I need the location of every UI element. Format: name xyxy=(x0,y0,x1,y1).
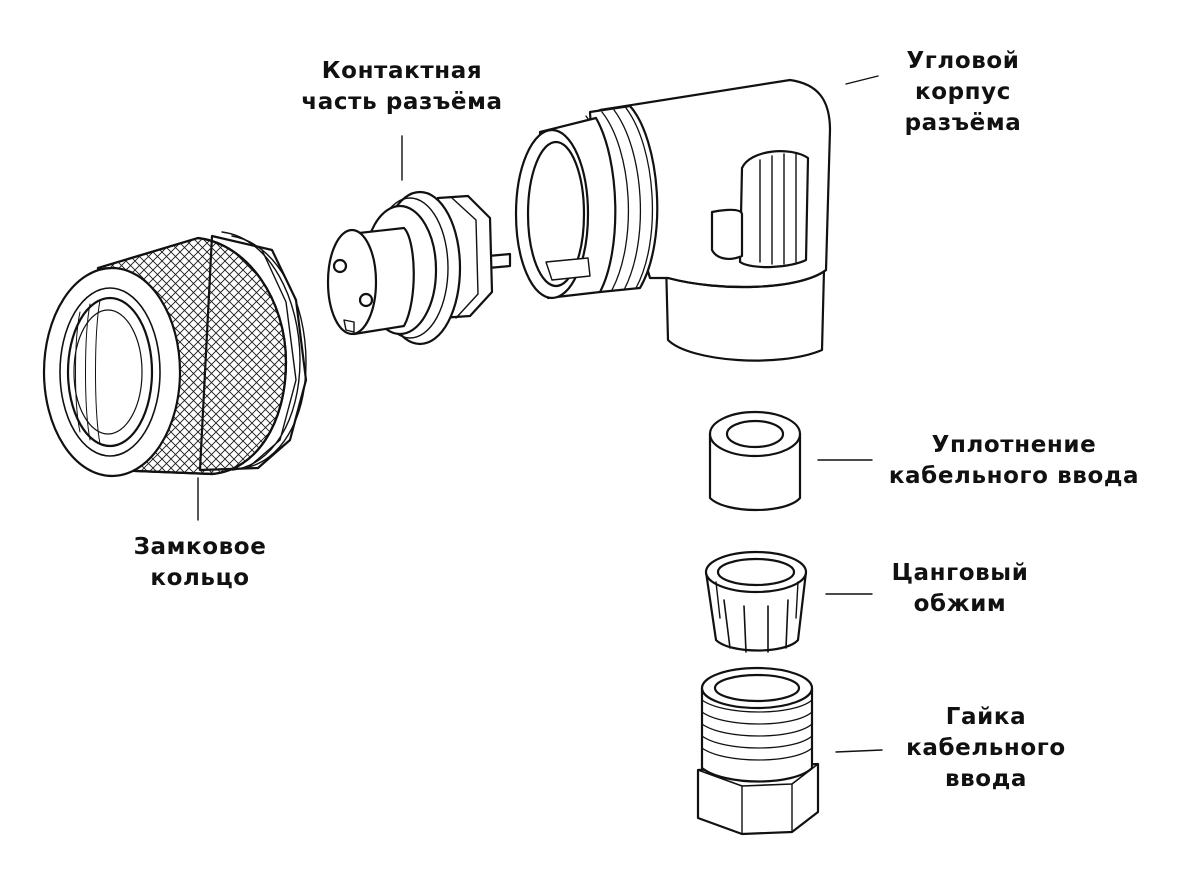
label-angled-housing-line-2: корпус xyxy=(915,79,1011,105)
label-cable-gland-nut-line-3: ввода xyxy=(944,766,1027,792)
label-collet-clamp: Цанговый обжим xyxy=(876,558,1044,620)
cable-seal-part xyxy=(708,410,873,512)
label-contact-part: Контактная часть разъёма xyxy=(287,56,517,118)
collet-clamp-part xyxy=(704,550,873,653)
contact-part xyxy=(326,135,512,346)
locking-ring-part xyxy=(42,231,308,521)
label-contact-part-line-2: часть разъёма xyxy=(301,89,503,115)
label-cable-gland-nut-line-1: Гайка xyxy=(945,704,1027,730)
label-collet-clamp-line-1: Цанговый xyxy=(891,560,1029,586)
label-cable-seal: Уплотнение кабельного ввода xyxy=(873,430,1155,492)
label-angled-housing-line-1: Угловой xyxy=(906,48,1020,74)
label-cable-seal-line-1: Уплотнение xyxy=(931,432,1097,458)
label-locking-ring-line-2: кольцо xyxy=(150,565,250,591)
label-angled-housing: Угловой корпус разъёма xyxy=(888,46,1038,139)
label-angled-housing-line-3: разъёма xyxy=(904,110,1022,136)
label-cable-gland-nut-line-2: кабельного xyxy=(906,735,1066,761)
label-locking-ring: Замковое кольцо xyxy=(110,532,290,594)
label-collet-clamp-line-2: обжим xyxy=(913,591,1007,617)
label-cable-gland-nut: Гайка кабельного ввода xyxy=(894,702,1078,795)
cable-gland-nut-part xyxy=(696,666,883,836)
label-contact-part-line-1: Контактная xyxy=(321,58,483,84)
label-locking-ring-line-1: Замковое xyxy=(133,534,267,560)
angled-housing-part xyxy=(514,75,879,362)
label-cable-seal-line-2: кабельного ввода xyxy=(888,463,1140,489)
